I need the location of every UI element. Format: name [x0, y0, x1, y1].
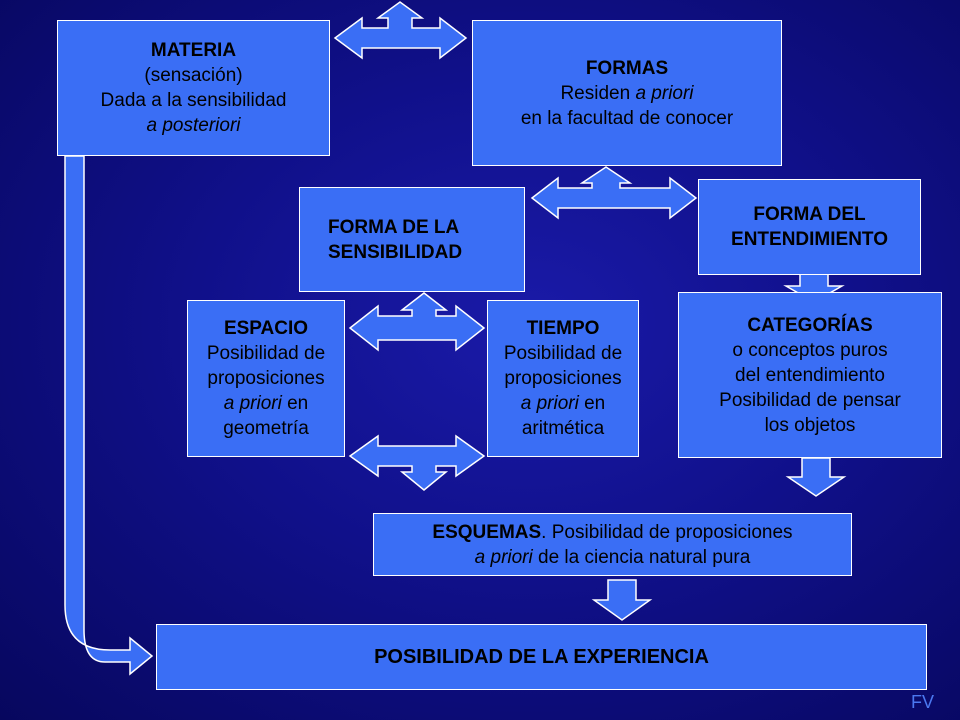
espacio-line3: a priori en — [224, 391, 309, 416]
signature-text: FV — [911, 692, 935, 712]
materia-line1: (sensación) — [144, 65, 243, 86]
forma-sensibilidad-line2: SENSIBILIDAD — [328, 241, 463, 263]
materia-line2: Dada a la sensibilidad — [100, 90, 287, 111]
materia-to-experiencia-connector — [64, 155, 154, 676]
esquemas-box: ESQUEMAS. Posibilidad de proposiciones a… — [373, 513, 852, 576]
forma-entendimiento-box: FORMA DEL ENTENDIMIENTO — [698, 179, 921, 275]
espacio-tiempo-four-way-arrow-top — [348, 292, 486, 352]
esquemas-line2-italic: a priori — [474, 546, 533, 568]
categorias-box: CATEGORÍAS o conceptos puros del entendi… — [678, 292, 942, 458]
materia-line3: a posteriori — [146, 115, 241, 136]
formas-box: FORMAS Residen a priori en la facultad d… — [472, 20, 782, 166]
materia-title: MATERIA — [150, 40, 237, 61]
formas-subforms-four-way-arrow — [530, 166, 698, 220]
esquemas-line2: a priori de la ciencia natural pura — [475, 545, 751, 570]
esquemas-line1: ESQUEMAS. Posibilidad de proposiciones — [432, 520, 792, 545]
categorias-line4: los objetos — [764, 414, 856, 436]
tiempo-line4: aritmética — [521, 418, 605, 439]
categorias-line1: o conceptos puros — [732, 339, 888, 361]
formas-title: FORMAS — [585, 57, 669, 79]
formas-line2: en la facultad de conocer — [520, 107, 734, 129]
tiempo-line1: Posibilidad de — [503, 343, 623, 364]
formas-line1-italic: a priori — [635, 82, 694, 104]
forma-entendimiento-line2: ENTENDIMIENTO — [731, 229, 888, 250]
categorias-line2: del entendimiento — [735, 364, 885, 386]
tiempo-line3: a priori en — [521, 391, 606, 416]
categorias-line3: Posibilidad de pensar — [719, 389, 901, 411]
espacio-line3-italic: a priori — [223, 393, 282, 414]
formas-line1-text: Residen — [560, 82, 636, 104]
esquemas-line2-text: de la ciencia natural pura — [532, 546, 751, 568]
espacio-line2: proposiciones — [207, 368, 325, 389]
forma-entendimiento-line1: FORMA DEL — [753, 204, 866, 225]
tiempo-box: TIEMPO Posibilidad de proposiciones a pr… — [487, 300, 639, 457]
materia-box: MATERIA (sensación) Dada a la sensibilid… — [57, 20, 330, 156]
materia-formas-four-way-arrow — [333, 1, 468, 60]
forma-sensibilidad-box: FORMA DE LA SENSIBILIDAD — [299, 187, 525, 292]
tiempo-line3-text: en — [578, 393, 606, 414]
espacio-box: ESPACIO Posibilidad de proposiciones a p… — [187, 300, 345, 457]
espacio-line4: geometría — [223, 418, 309, 439]
forma-sensibilidad-line1: FORMA DE LA — [328, 216, 460, 238]
esquemas-line1-text: . Posibilidad de proposiciones — [541, 521, 793, 543]
tiempo-title: TIEMPO — [526, 318, 600, 339]
espacio-line3-text: en — [281, 393, 309, 414]
categorias-title: CATEGORÍAS — [747, 314, 873, 336]
tiempo-line3-italic: a priori — [520, 393, 579, 414]
esquemas-to-experiencia-arrow — [591, 579, 653, 621]
tiempo-line2: proposiciones — [504, 368, 622, 389]
experiencia-title: POSIBILIDAD DE LA EXPERIENCIA — [374, 645, 709, 668]
experiencia-box: POSIBILIDAD DE LA EXPERIENCIA — [156, 624, 927, 690]
categorias-to-esquemas-arrow — [785, 457, 847, 497]
esquemas-title: ESQUEMAS — [432, 521, 542, 543]
espacio-title: ESPACIO — [223, 318, 309, 339]
espacio-line1: Posibilidad de — [206, 343, 326, 364]
formas-line1: Residen a priori — [560, 81, 693, 106]
espacio-tiempo-four-way-arrow-bottom — [348, 434, 486, 491]
